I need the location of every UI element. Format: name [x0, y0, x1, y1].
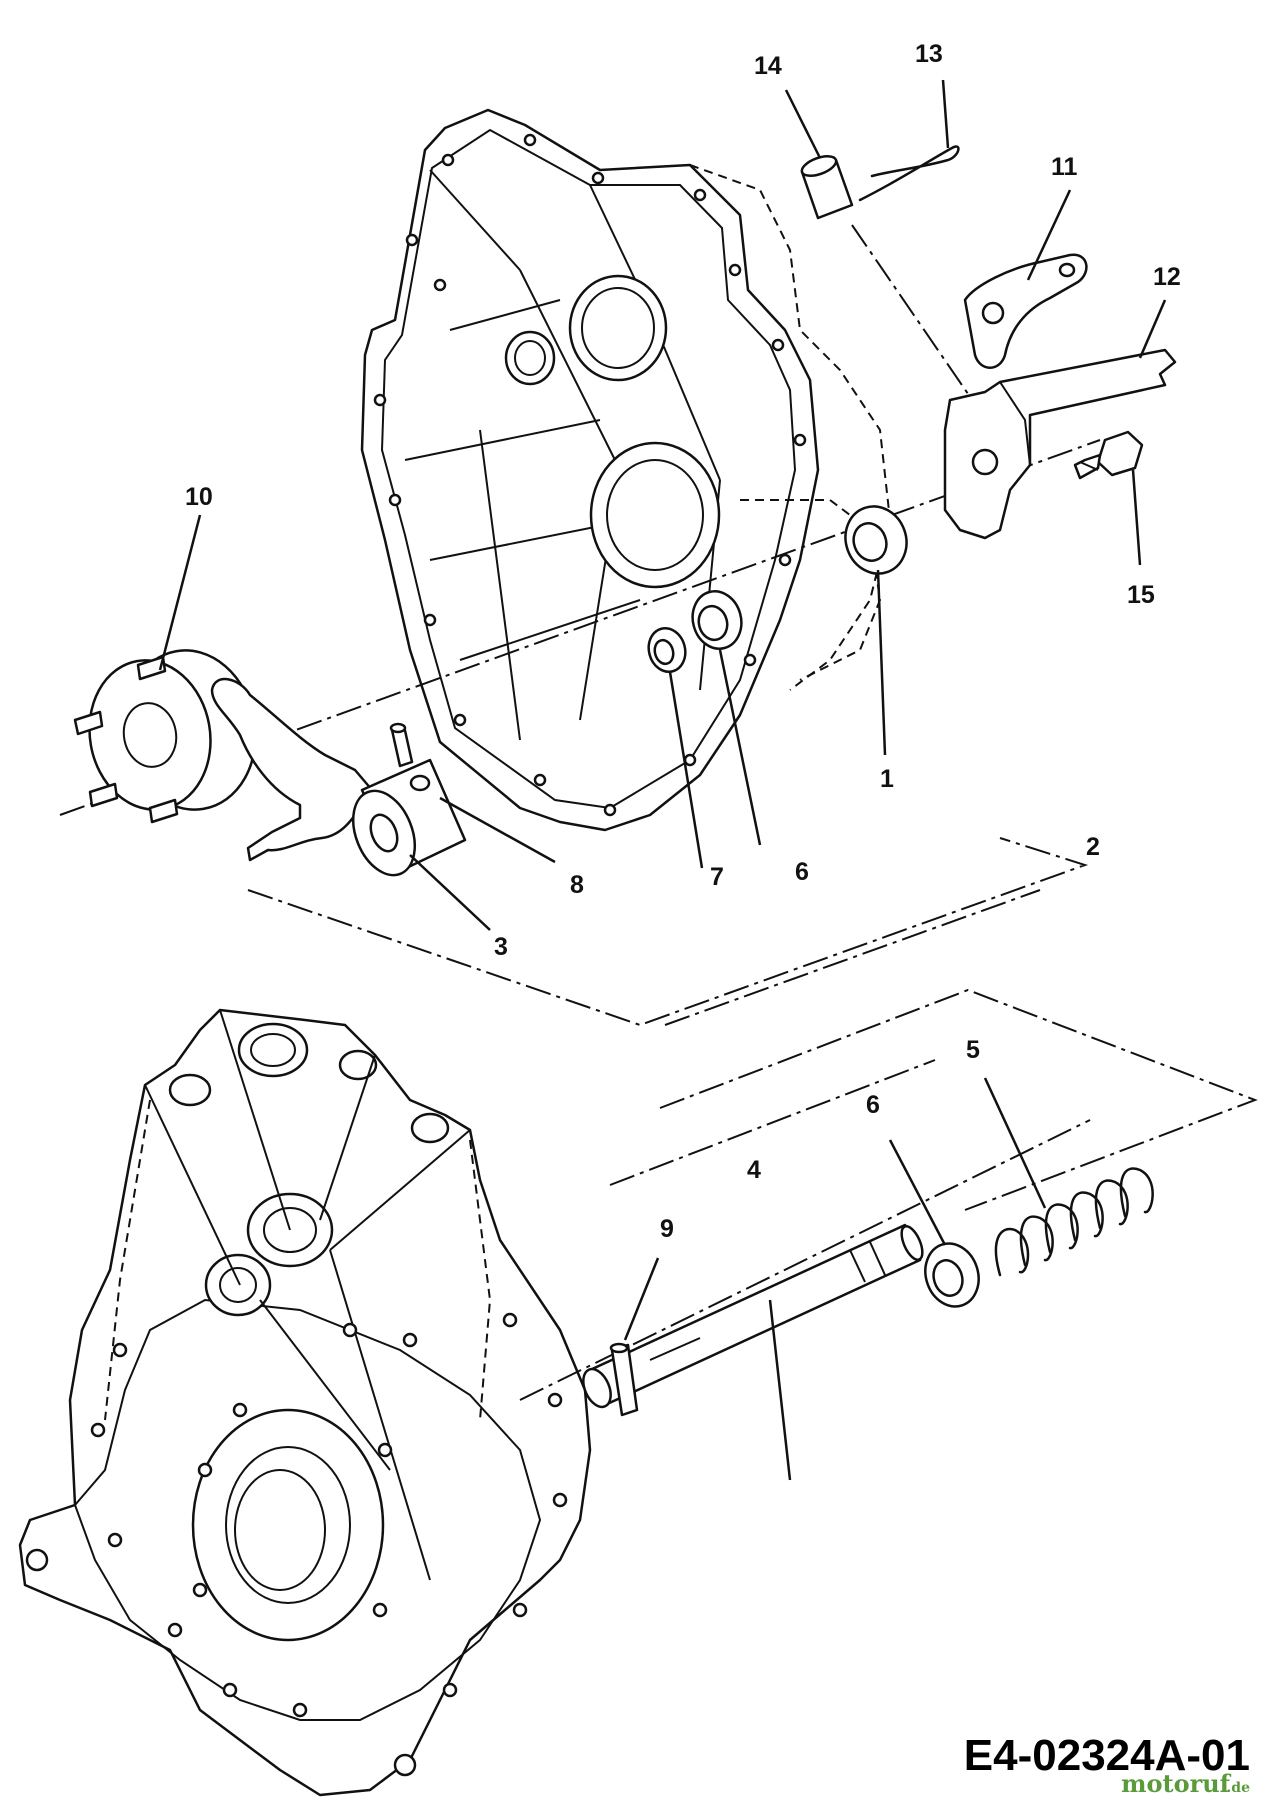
- callout-9: 9: [660, 1215, 674, 1243]
- callout-15: 15: [1127, 581, 1155, 609]
- watermark-suffix: .de: [1226, 1780, 1250, 1796]
- callout-6-lower: 6: [866, 1091, 880, 1119]
- part-9-pin-upper: [389, 722, 414, 768]
- part-12-shift-lever: [943, 348, 1177, 540]
- callout-3: 3: [494, 933, 508, 961]
- part-13-hairpin-clip: [858, 145, 960, 202]
- callout-labels: 1 2 3 4 5 5 6 6 6 7 8 9 10 11 12 13 14 1…: [185, 40, 1181, 1243]
- lower-transmission-housing: [18, 1008, 592, 1797]
- callout-8: 8: [570, 871, 584, 899]
- lower-shaft-axis: [519, 1119, 1091, 1401]
- part-3-collar: [351, 758, 467, 877]
- callout-7: 7: [710, 863, 724, 891]
- drawing-code: E4-02324A-01: [964, 1731, 1250, 1780]
- part-1-oil-seal: [844, 505, 908, 575]
- part-6-washer-upper: [691, 590, 743, 650]
- callout-4: 4: [747, 1156, 761, 1184]
- part-9-spring-pin: [609, 1342, 639, 1417]
- callout-5-upper: 5: [966, 1036, 980, 1064]
- callout-1: 1: [880, 765, 894, 793]
- part-11-lever-plate: [963, 253, 1088, 369]
- part-15-bolt: [1073, 430, 1144, 480]
- part-5-spring: [994, 1167, 1154, 1277]
- callout-6-upper: 6: [795, 858, 809, 886]
- upper-transmission-housing: [360, 108, 892, 832]
- part-6-washer-lower: [924, 1242, 980, 1308]
- callout-10: 10: [185, 483, 213, 511]
- leader-lines: [158, 79, 1167, 1481]
- part-7-snap-ring: [647, 626, 687, 674]
- callout-2: 2: [1086, 833, 1100, 861]
- callout-12: 12: [1153, 263, 1181, 291]
- callout-14: 14: [754, 52, 782, 80]
- callout-13: 13: [915, 40, 943, 68]
- part-4-shift-shaft: [582, 1223, 924, 1409]
- grouping-brackets: [247, 837, 1258, 1211]
- part-8-shift-fork: [210, 677, 374, 862]
- watermark-logo: motoruf: [1121, 1769, 1232, 1798]
- callout-11: 11: [1051, 153, 1078, 181]
